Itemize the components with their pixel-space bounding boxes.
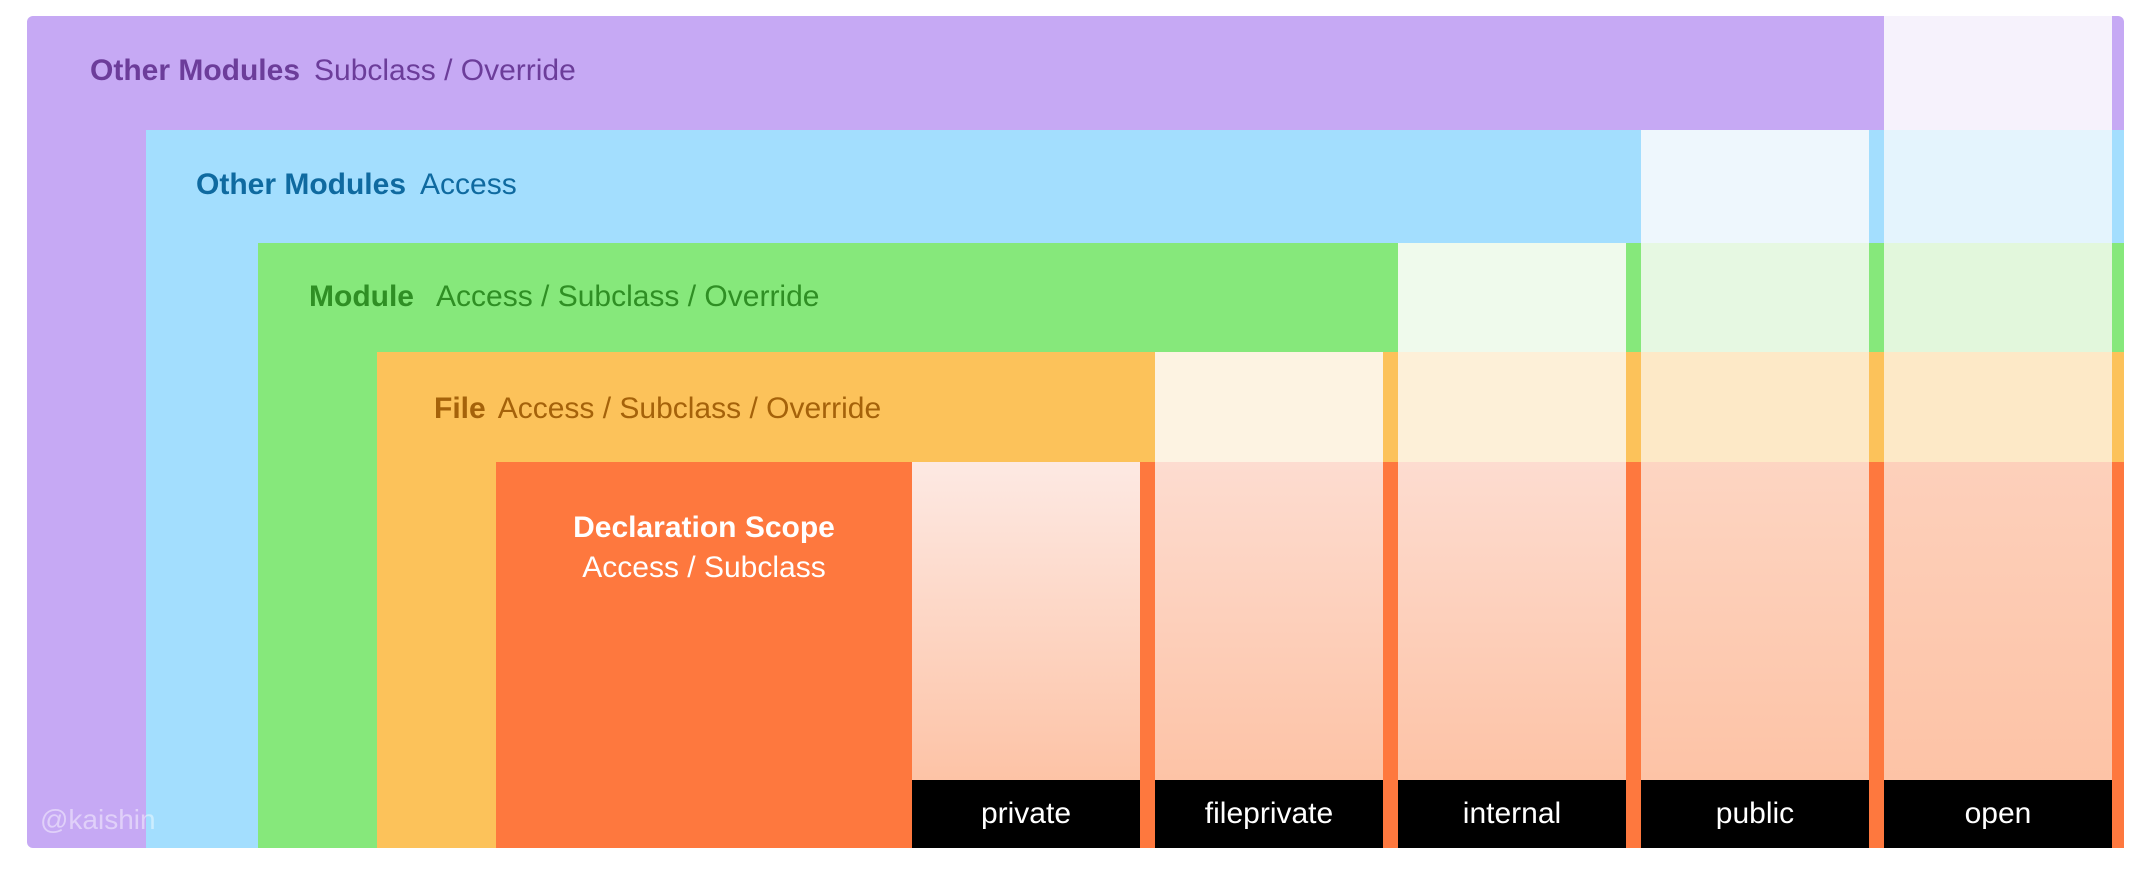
layer-rights: Access / Subclass / Override: [436, 280, 820, 313]
open-reach-decl: [1884, 462, 2112, 780]
other-modules-subclass-label: Other Modules Subclass / Override: [90, 54, 576, 88]
open-reach-file: [1884, 352, 2112, 462]
fileprivate-reach-file: [1155, 352, 1383, 462]
fileprivate-reach-decl: [1155, 462, 1383, 780]
layer-title: File: [434, 392, 486, 425]
layer-rights: Access / Subclass: [582, 551, 826, 584]
open-reach-other-sub: [1884, 16, 2112, 130]
access-label-internal: internal: [1398, 780, 1626, 848]
layer-rights: Subclass / Override: [314, 54, 576, 87]
other-modules-access-label: Other Modules Access: [196, 168, 517, 202]
access-label-public: public: [1641, 780, 1869, 848]
watermark: @kaishin: [40, 804, 156, 835]
internal-reach-decl: [1398, 462, 1626, 780]
layer-title: Other Modules: [90, 54, 301, 87]
public-reach-module: [1641, 243, 1869, 352]
access-label-open: open: [1884, 780, 2112, 848]
layer-title: Other Modules: [196, 168, 407, 201]
layer-title: Module: [309, 280, 414, 313]
internal-reach-file: [1398, 352, 1626, 462]
private-reach: [912, 462, 1140, 780]
public-reach-decl: [1641, 462, 1869, 780]
layer-rights: Access: [420, 168, 517, 201]
module-label: Module Access / Subclass / Override: [309, 280, 819, 314]
public-reach-file: [1641, 352, 1869, 462]
open-reach-module: [1884, 243, 2112, 352]
access-label-private: private: [912, 780, 1140, 848]
public-reach-other-access: [1641, 130, 1869, 243]
layer-rights: Access / Subclass / Override: [497, 392, 882, 425]
open-reach-other-access: [1884, 130, 2112, 243]
file-label: File Access / Subclass / Override: [434, 392, 881, 426]
access-label-fileprivate: fileprivate: [1155, 780, 1383, 848]
internal-reach-module: [1398, 243, 1626, 352]
layer-title: Declaration Scope: [573, 511, 835, 544]
